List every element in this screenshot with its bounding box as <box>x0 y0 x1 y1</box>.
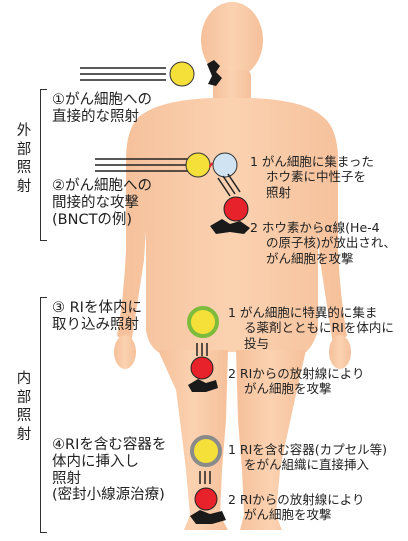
method-1-label: ①がん細胞への 直接的な照射 <box>52 92 152 126</box>
method-4-line: 体内に挿入し <box>52 454 166 471</box>
method-3-line: ③ RIを体内に <box>52 300 142 317</box>
note-line: 2 RIからの放射線により <box>228 366 365 381</box>
note-line: 1 がん細胞に集まった <box>250 154 374 169</box>
method-2-line: ②がん細胞への <box>52 178 152 195</box>
internal-bracket <box>40 297 47 533</box>
note-bnct-step-2: 2 ホウ素からα線(He-4 の原子核)が放出され、 がん細胞を攻撃 <box>250 220 396 266</box>
method-2-label: ②がん細胞への 間接的な攻撃 (BNCTの例) <box>52 178 152 228</box>
method-1-line: 直接的な照射 <box>52 109 152 126</box>
section-label-external: 外部照射 <box>15 122 33 196</box>
note-line: 2 ホウ素からα線(He-4 <box>250 220 396 235</box>
note-bnct-step-1: 1 がん細胞に集まった ホウ素に中性子を 照射 <box>250 154 374 200</box>
method-2-line: (BNCTの例) <box>52 212 152 229</box>
section-label-internal: 内部照射 <box>15 370 33 444</box>
cancer-cell-neck <box>170 62 194 86</box>
external-bracket <box>40 89 47 241</box>
method-4-line: ④RIを含む容器を <box>52 437 166 454</box>
note-line: がん細胞を攻撃 <box>250 251 396 266</box>
method-3-line: 取り込み照射 <box>52 317 142 334</box>
note-line: 照射 <box>250 185 374 200</box>
note-line: をがん組織に直接挿入 <box>228 457 387 472</box>
method-4-line: (密封小線源治療) <box>52 487 166 504</box>
note-capsule-step-2: 2 RIからの放射線により がん細胞を攻撃 <box>228 492 365 523</box>
cancer-cell-bnct <box>186 153 210 177</box>
damaged-cell-capsule <box>195 488 217 510</box>
note-line: の原子核)が放出され、 <box>250 235 396 250</box>
method-4-line: 照射 <box>52 471 166 488</box>
damaged-cell-ri <box>191 357 213 379</box>
neutron-cell <box>213 153 237 177</box>
note-line: 2 RIからの放射線により <box>228 492 365 507</box>
note-line: 1 RIを含む容器(カプセル等) <box>228 442 387 457</box>
direct-irradiation-illustration <box>80 60 222 86</box>
note-capsule-step-1: 1 RIを含む容器(カプセル等) をがん組織に直接挿入 <box>228 442 387 473</box>
method-4-label: ④RIを含む容器を 体内に挿入し 照射 (密封小線源治療) <box>52 437 166 504</box>
damaged-cell-bnct <box>224 197 248 221</box>
method-1-line: ①がん細胞への <box>52 92 152 109</box>
method-3-label: ③ RIを体内に 取り込み照射 <box>52 300 142 334</box>
note-line: 投与 <box>228 336 394 351</box>
note-ri-step-2: 2 RIからの放射線により がん細胞を攻撃 <box>228 366 365 397</box>
method-2-line: 間接的な攻撃 <box>52 195 152 212</box>
ri-drug-cell <box>189 308 217 336</box>
note-ri-step-1: 1 がん細胞に特異的に集ま る薬剤とともにRIを体内に 投与 <box>228 305 394 351</box>
capsule-cell <box>192 437 220 465</box>
note-line: がん細胞を攻撃 <box>228 507 365 522</box>
note-line: 1 がん細胞に特異的に集ま <box>228 305 394 320</box>
note-line: る薬剤とともにRIを体内に <box>228 320 394 335</box>
note-line: ホウ素に中性子を <box>250 169 374 184</box>
note-line: がん細胞を攻撃 <box>228 381 365 396</box>
